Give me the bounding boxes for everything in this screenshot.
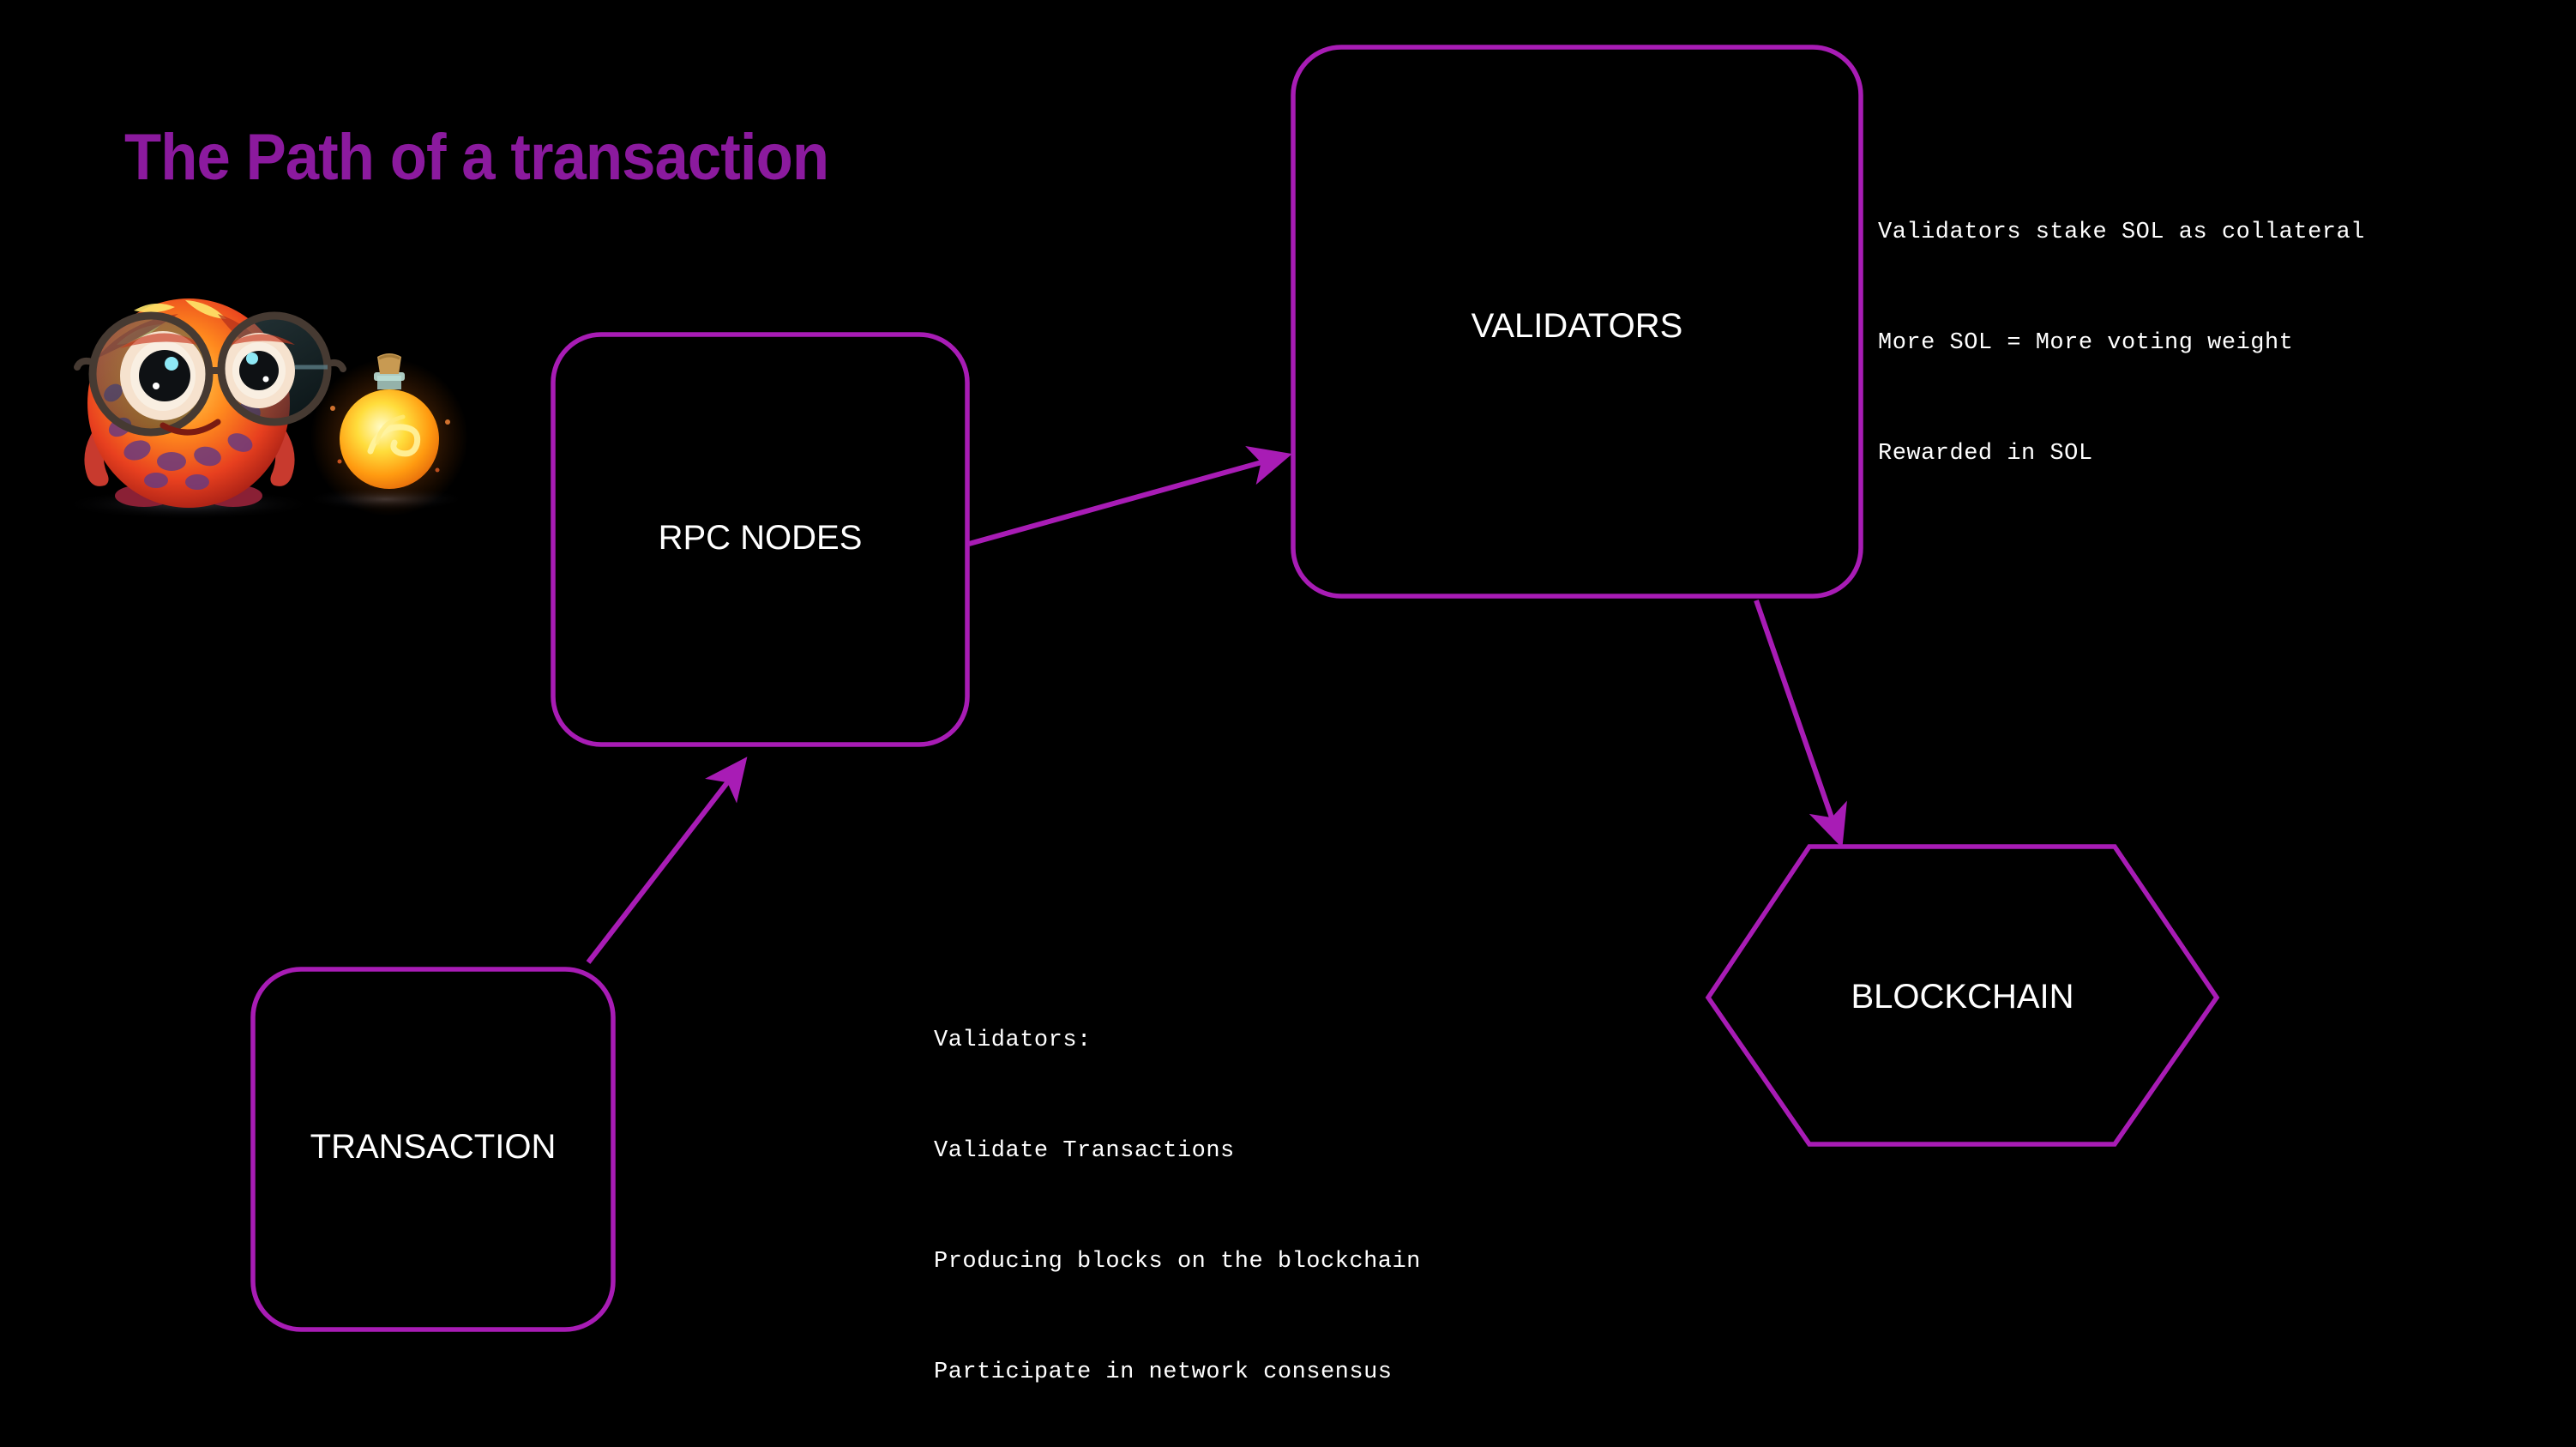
node-transaction[interactable] bbox=[250, 967, 616, 1332]
edge-transaction-to-rpc-nodes bbox=[586, 757, 748, 964]
note-staking: Validators stake SOL as collateral More … bbox=[1878, 141, 2365, 546]
lava-monster-with-glasses-icon bbox=[34, 266, 489, 523]
note-validator-duties-line: Producing blocks on the blockchain bbox=[934, 1249, 1421, 1275]
node-rpc-nodes[interactable] bbox=[551, 332, 970, 747]
node-validators[interactable] bbox=[1291, 45, 1863, 599]
note-staking-line: Validators stake SOL as collateral bbox=[1878, 220, 2365, 245]
edge-validators-to-blockchain bbox=[1754, 600, 1847, 848]
edge-rpc-nodes-to-validators bbox=[968, 446, 1292, 546]
note-validator-duties-line: Validate Transactions bbox=[934, 1138, 1235, 1164]
node-label-transaction: TRANSACTION bbox=[310, 1128, 557, 1166]
node-blockchain[interactable] bbox=[1705, 844, 2220, 1147]
note-validator-duties: Validators: Validate Transactions Produc… bbox=[934, 949, 1421, 1447]
note-staking-line: More SOL = More voting weight bbox=[1878, 330, 2294, 356]
node-label-rpc-nodes: RPC NODES bbox=[658, 519, 863, 557]
node-label-blockchain: BLOCKCHAIN bbox=[1851, 978, 2074, 1016]
node-label-validators: VALIDATORS bbox=[1471, 307, 1683, 345]
note-validator-duties-line: Validators: bbox=[934, 1028, 1092, 1053]
note-validator-duties-line: Participate in network consensus bbox=[934, 1360, 1393, 1385]
note-staking-line: Rewarded in SOL bbox=[1878, 441, 2093, 467]
page-title: The Path of a transaction bbox=[124, 121, 829, 194]
